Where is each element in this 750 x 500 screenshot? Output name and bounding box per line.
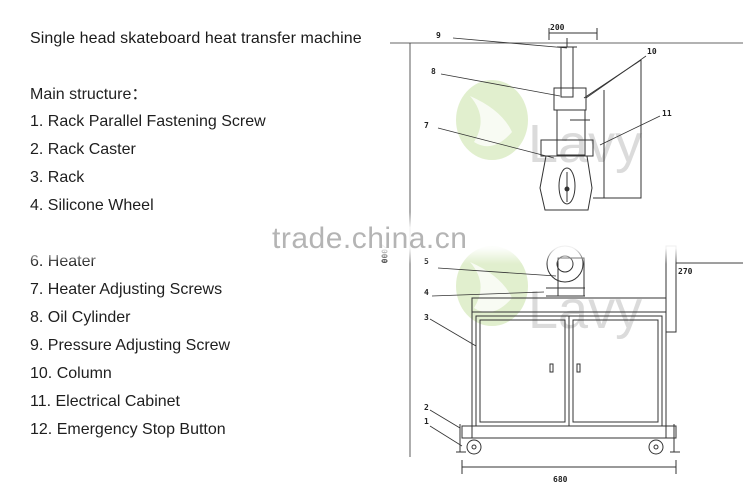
callout-1: 1	[424, 417, 429, 426]
part-item: 3. Rack	[30, 169, 85, 186]
callout-11: 11	[662, 109, 672, 118]
callout-9: 9	[436, 31, 441, 40]
dimension-cabinet-depth: 270	[678, 267, 693, 276]
main-structure-heading: Main structure：	[30, 86, 148, 103]
callout-7: 7	[424, 121, 429, 130]
callout-4: 4	[424, 288, 429, 297]
lavy-brand-lower: Lavy	[528, 280, 642, 340]
callout-10: 10	[647, 47, 657, 56]
part-item: 4. Silicone Wheel	[30, 197, 154, 214]
dimension-base-width: 680	[553, 475, 568, 484]
part-item: 12. Emergency Stop Button	[30, 421, 226, 438]
part-item: 7. Heater Adjusting Screws	[30, 281, 223, 298]
part-item: 2. Rack Caster	[30, 141, 136, 158]
site-watermark: trade.china.cn	[272, 222, 468, 255]
part-item: 11. Electrical Cabinet	[30, 393, 180, 410]
watermark-band	[0, 212, 750, 264]
page-title: Single head skateboard heat transfer mac…	[30, 30, 362, 47]
callout-3: 3	[424, 313, 429, 322]
main-structure: Main structure： 1. Rack Parallel Fasteni…	[30, 80, 350, 448]
callout-8: 8	[431, 67, 436, 76]
callout-2: 2	[424, 403, 429, 412]
part-item: 10. Column	[30, 365, 112, 382]
dimension-top-width: 200	[550, 23, 565, 32]
parts-list: 1. Rack Parallel Fastening Screw 2. Rack…	[30, 112, 350, 448]
part-item: 9. Pressure Adjusting Screw	[30, 337, 231, 354]
part-item: 1. Rack Parallel Fastening Screw	[30, 113, 266, 130]
logo-watermark-lower: Lavy	[456, 246, 642, 340]
machine-outline	[390, 28, 743, 474]
part-item: 8. Oil Cylinder	[30, 309, 131, 326]
